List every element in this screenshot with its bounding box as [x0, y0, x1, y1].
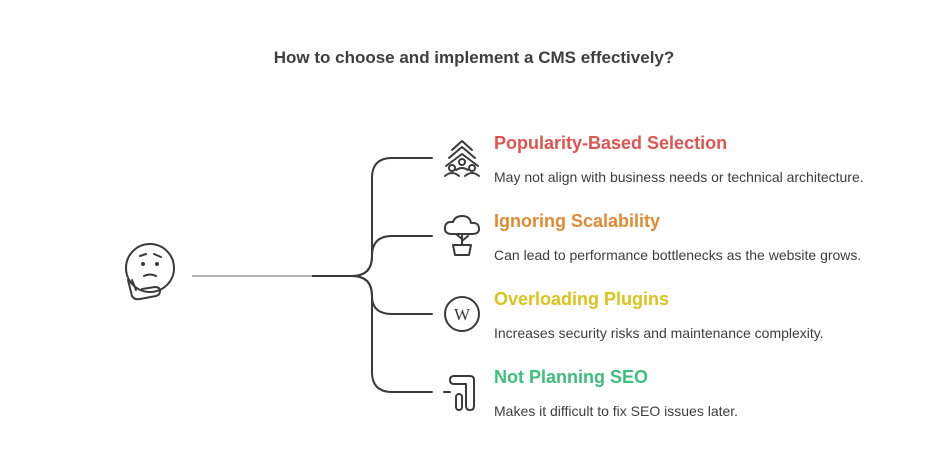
item-description: Makes it difficult to fix SEO issues lat…: [494, 403, 739, 419]
branch-line-2: [351, 235, 433, 277]
item-title: Ignoring Scalability: [494, 211, 661, 231]
diagram-title: How to choose and implement a CMS effect…: [273, 48, 675, 67]
item-title: Overloading Plugins: [494, 289, 670, 309]
thinking-face-icon: [125, 243, 175, 301]
svg-text:W: W: [454, 305, 471, 324]
connector-lines: [192, 157, 433, 393]
crowd-tree-icon: [444, 140, 480, 177]
branch-line-4: [351, 275, 433, 393]
branch-line-3: [351, 275, 433, 315]
branch-line-1: [351, 157, 433, 277]
wordpress-icon: W: [444, 296, 480, 332]
google-ads-icon: [443, 375, 475, 411]
potted-cloud-plant-icon: [443, 215, 480, 256]
item-description: Can lead to performance bottlenecks as t…: [494, 247, 862, 263]
item-title: Popularity-Based Selection: [494, 133, 728, 153]
item-description: Increases security risks and maintenance…: [494, 325, 824, 341]
item-title: Not Planning SEO: [494, 367, 649, 387]
item-description: May not align with business needs or tec…: [494, 169, 864, 185]
